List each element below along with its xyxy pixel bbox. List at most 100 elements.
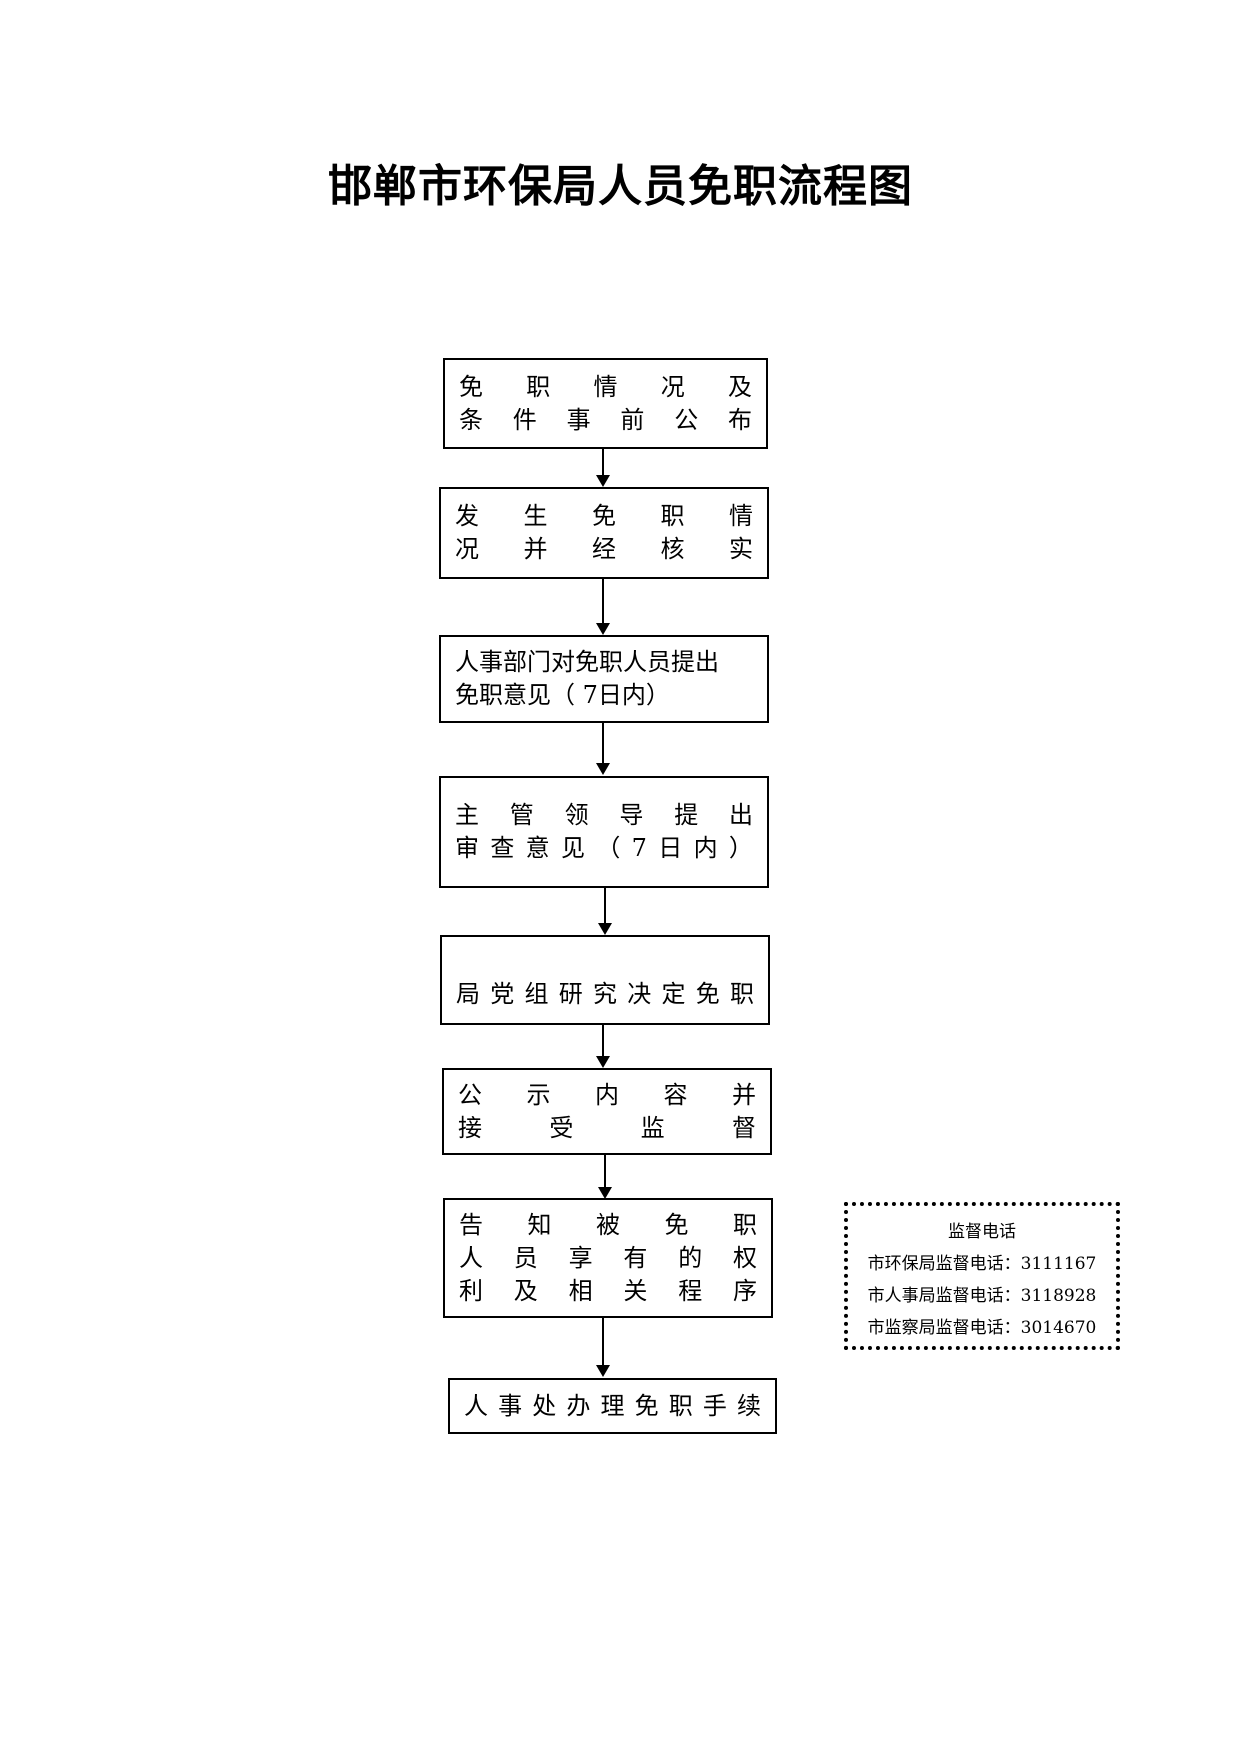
flow-char: 告 <box>459 1210 483 1239</box>
supervision-phone-personnel: 市人事局监督电话：3118928 <box>867 1286 1097 1306</box>
flow-char: 免 <box>592 502 616 530</box>
flow-char: 有 <box>623 1243 648 1272</box>
flow-char: 公 <box>458 1080 482 1109</box>
flow-step-8-line-1: 人事处办理免职手续 <box>464 1390 761 1423</box>
flow-char: 7 <box>631 834 647 862</box>
flow-char: 免 <box>695 980 720 1008</box>
flow-char: 免 <box>634 1391 659 1420</box>
flow-char: 示 <box>526 1080 551 1109</box>
flow-step-6-line-1: 公示内容并 <box>458 1079 756 1112</box>
flow-char: 导 <box>619 801 644 829</box>
flow-char: 序 <box>732 1276 757 1305</box>
flow-char: 经 <box>592 535 616 563</box>
flow-char: 党 <box>490 980 515 1008</box>
flow-char: 相 <box>568 1276 593 1305</box>
flow-char: 的 <box>678 1243 703 1272</box>
flow-step-3-line-2: 免职意见（ 7日内） <box>455 681 670 709</box>
supervision-phone-box: 监督电话 市环保局监督电话：3111167 市人事局监督电话：3118928 市… <box>844 1202 1120 1350</box>
flow-char: 及 <box>513 1276 538 1305</box>
flow-arrow-5-6 <box>596 1025 610 1068</box>
flow-char: 职 <box>660 502 685 530</box>
supervision-heading: 监督电话 <box>948 1222 1016 1242</box>
flow-char: 生 <box>523 502 548 530</box>
flow-step-8: 人事处办理免职手续 <box>448 1378 777 1434</box>
flow-step-3: 人事部门对免职人员提出 免职意见（ 7日内） <box>439 635 769 723</box>
flow-arrow-2-3 <box>596 579 610 635</box>
flow-char: 事 <box>498 1391 523 1420</box>
flow-char: 审 <box>455 834 479 862</box>
flow-char: 享 <box>568 1243 593 1272</box>
flow-char: 接 <box>458 1113 482 1142</box>
page-title: 邯郸市环保局人员免职流程图 <box>328 161 913 212</box>
flow-char: 利 <box>459 1276 483 1305</box>
flow-char: 意 <box>525 834 550 862</box>
flow-char: 督 <box>731 1113 756 1142</box>
flow-step-7-line-2: 人 员 享 有 的权 <box>459 1242 757 1275</box>
flow-char: 布 <box>727 405 752 434</box>
flow-char: 理 <box>600 1391 625 1420</box>
flow-char: 手 <box>702 1391 727 1420</box>
flow-step-2: 发生免职情 况并经核实 <box>439 487 769 579</box>
flow-char: 日 <box>658 834 683 862</box>
flow-arrow-7-8 <box>596 1318 610 1377</box>
flow-step-1-line-2: 条件事前公布 <box>459 404 752 437</box>
flow-arrow-3-4 <box>596 723 610 775</box>
flow-char: 职 <box>668 1391 693 1420</box>
flow-char: 究 <box>593 980 617 1008</box>
flow-char: 并 <box>732 1080 756 1109</box>
flow-step-1-line-1: 免职情况及 <box>459 371 752 404</box>
flow-char: 件 <box>512 405 537 434</box>
flow-char: 人 <box>459 1243 483 1272</box>
flow-char: 监 <box>640 1113 665 1142</box>
flow-char: 发 <box>455 502 479 530</box>
flow-char: 容 <box>663 1080 688 1109</box>
flow-char: （ <box>596 834 621 862</box>
supervision-phone-supervision: 市监察局监督电话：3014670 <box>867 1318 1097 1338</box>
flow-step-6-line-2: 接受监督 <box>458 1112 756 1145</box>
flow-char: 况 <box>660 372 685 401</box>
flow-step-4-line-1: 主管领导提出 <box>455 799 753 832</box>
flow-char: 人 <box>464 1391 488 1420</box>
flow-char: 处 <box>532 1391 557 1420</box>
flow-char: 局 <box>456 980 480 1008</box>
flow-char: 免 <box>459 372 483 401</box>
flow-arrow-4-5 <box>598 888 612 935</box>
flow-char: 前 <box>620 405 645 434</box>
flow-char: 研 <box>558 980 583 1008</box>
flow-char: 关 <box>623 1276 648 1305</box>
flow-char: 员 <box>513 1243 538 1272</box>
flow-char: 条 <box>459 405 483 434</box>
flow-step-2-line-2: 况并经核实 <box>455 533 753 566</box>
flow-char: 查 <box>490 834 515 862</box>
flow-char: 情 <box>593 372 618 401</box>
flow-char: 权 <box>732 1243 757 1272</box>
flow-step-6: 公示内容并 接受监督 <box>442 1068 772 1155</box>
flow-char: 公 <box>674 405 699 434</box>
flow-char: 程 <box>678 1276 703 1305</box>
flow-step-7-line-1: 告知被免职 <box>459 1209 757 1242</box>
flow-step-2-line-1: 发生免职情 <box>455 500 753 533</box>
flow-char: 组 <box>524 980 549 1008</box>
flow-char: 职 <box>526 372 551 401</box>
flow-step-3-line-1: 人事部门对免职人员提出 <box>455 648 719 676</box>
flow-char: 职 <box>730 980 754 1008</box>
flow-char: 提 <box>674 801 699 829</box>
flow-char: 及 <box>728 372 752 401</box>
flow-char: 并 <box>523 535 548 563</box>
flow-char: 续 <box>737 1391 761 1420</box>
flow-char: 被 <box>596 1210 620 1239</box>
flow-step-5-line-1: 局党组研究决定免职 <box>456 978 754 1011</box>
flow-step-7: 告知被免职 人 员 享 有 的权 利 及 相 关 程序 <box>443 1198 773 1318</box>
flow-char: 出 <box>728 801 753 829</box>
flow-char: 实 <box>729 535 753 563</box>
flow-char: 受 <box>549 1113 574 1142</box>
flow-char: 职 <box>733 1210 757 1239</box>
flow-char: 定 <box>661 980 686 1008</box>
flow-char: ） <box>728 834 753 862</box>
flow-char: 核 <box>660 535 685 563</box>
flow-step-1: 免 职 情 况 及 条件事前公布 <box>443 358 768 449</box>
flow-step-7-line-3: 利 及 相 关 程序 <box>459 1275 757 1308</box>
flow-char: 管 <box>509 801 534 829</box>
